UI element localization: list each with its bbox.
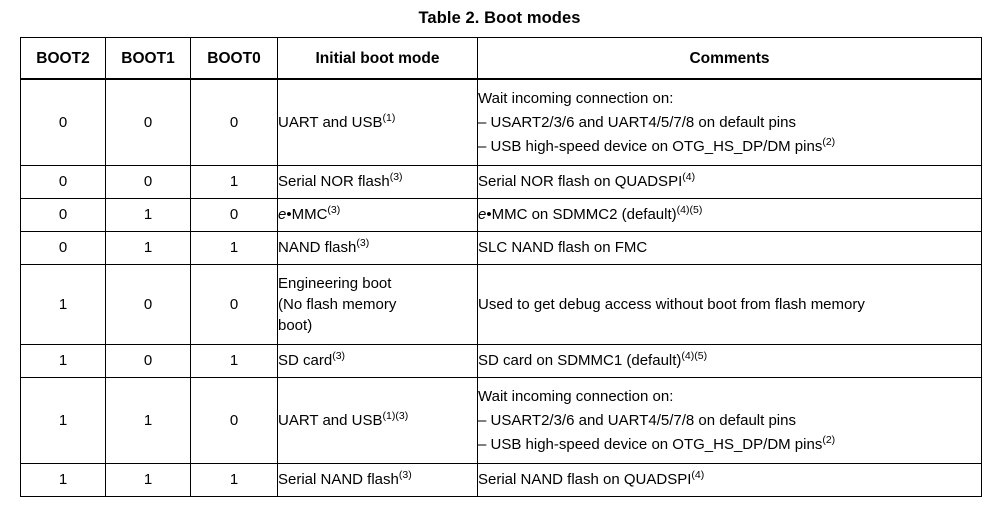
cell-initial-boot-mode: SD card(3) — [277, 343, 478, 378]
cell-boot2: 0 — [20, 78, 106, 166]
column-header-comments: Comments — [477, 37, 982, 80]
table-row: 0 0 0 UART and USB(1) Wait incoming conn… — [20, 78, 982, 166]
cell-boot1: 1 — [105, 462, 191, 497]
cell-boot0: 0 — [190, 376, 278, 464]
cell-boot1: 0 — [105, 263, 191, 345]
cell-boot1: 0 — [105, 78, 191, 166]
cell-comments: Wait incoming connection on: – USART2/3/… — [477, 78, 982, 166]
table-caption: Table 2. Boot modes — [418, 9, 581, 27]
boot-modes-table-container: BOOT2 BOOT1 BOOT0 Initial boot mode Comm… — [20, 37, 982, 497]
cell-comments: SD card on SDMMC1 (default)(4)(5) — [477, 343, 982, 378]
cell-initial-boot-mode: Engineering boot (No flash memory boot) — [277, 263, 478, 345]
cell-comments: Wait incoming connection on: – USART2/3/… — [477, 376, 982, 464]
cell-boot1: 0 — [105, 164, 191, 199]
cell-boot2: 1 — [20, 343, 106, 378]
table-header-row: BOOT2 BOOT1 BOOT0 Initial boot mode Comm… — [20, 37, 982, 80]
cell-boot2: 0 — [20, 197, 106, 232]
footnote-ref: (4)(5) — [681, 350, 708, 362]
footnote-ref: (1) — [382, 111, 396, 124]
cell-initial-boot-mode: UART and USB(1) — [277, 78, 478, 166]
table-row: 1 0 0 Engineering boot (No flash memory … — [20, 263, 982, 345]
cell-boot1: 1 — [105, 376, 191, 464]
mode-line: (No flash memory — [278, 295, 397, 313]
cell-boot2: 1 — [20, 263, 106, 345]
mode-line: boot) — [278, 316, 313, 334]
cell-boot2: 1 — [20, 462, 106, 497]
cell-initial-boot-mode: UART and USB(1)(3) — [277, 376, 478, 464]
cell-initial-boot-mode: NAND flash(3) — [277, 230, 478, 265]
table-row: 0 0 1 Serial NOR flash(3) Serial NOR fla… — [20, 164, 982, 199]
cell-initial-boot-mode: Serial NAND flash(3) — [277, 462, 478, 497]
footnote-ref: (4) — [682, 171, 696, 183]
table-row: 0 1 0 e•MMC(3) e•MMC on SDMMC2 (default)… — [20, 197, 982, 232]
footnote-ref: (4) — [691, 469, 705, 481]
cell-boot2: 0 — [20, 164, 106, 199]
cell-boot0: 0 — [190, 263, 278, 345]
cell-boot0: 1 — [190, 164, 278, 199]
cell-boot1: 0 — [105, 343, 191, 378]
cell-comments: Used to get debug access without boot fr… — [477, 263, 982, 345]
footnote-ref: (4)(5) — [676, 204, 703, 216]
mode-text-rest: •MMC — [286, 206, 328, 223]
comment-line: – USB high-speed device on OTG_HS_DP/DM … — [478, 433, 836, 453]
cell-boot0: 0 — [190, 78, 278, 166]
footnote-ref: (2) — [822, 433, 836, 446]
footnote-ref: (3) — [389, 171, 403, 183]
cell-boot1: 1 — [105, 197, 191, 232]
cell-boot2: 0 — [20, 230, 106, 265]
boot-modes-table: BOOT2 BOOT1 BOOT0 Initial boot mode Comm… — [20, 37, 982, 497]
footnote-ref: (2) — [822, 135, 836, 148]
table-row: 1 1 1 Serial NAND flash(3) Serial NAND f… — [20, 462, 982, 497]
table-row: 1 0 1 SD card(3) SD card on SDMMC1 (defa… — [20, 343, 982, 378]
comment-line: – USB high-speed device on OTG_HS_DP/DM … — [478, 135, 836, 155]
table-row: 0 1 1 NAND flash(3) SLC NAND flash on FM… — [20, 230, 982, 265]
cell-boot0: 1 — [190, 462, 278, 497]
footnote-ref: (3) — [327, 204, 341, 216]
cell-initial-boot-mode: e•MMC(3) — [277, 197, 478, 232]
comment-line: – USART2/3/6 and UART4/5/7/8 on default … — [478, 411, 796, 429]
cell-boot0: 1 — [190, 343, 278, 378]
comment-line: – USART2/3/6 and UART4/5/7/8 on default … — [478, 113, 796, 131]
cell-comments: e•MMC on SDMMC2 (default)(4)(5) — [477, 197, 982, 232]
table-row: 1 1 0 UART and USB(1)(3) Wait incoming c… — [20, 376, 982, 464]
cell-initial-boot-mode: Serial NOR flash(3) — [277, 164, 478, 199]
footnote-ref: (3) — [398, 469, 412, 481]
cell-boot0: 0 — [190, 197, 278, 232]
column-header-initial-boot-mode: Initial boot mode — [277, 37, 478, 80]
column-header-boot2: BOOT2 — [20, 37, 106, 80]
comment-line: Wait incoming connection on: — [478, 387, 674, 405]
cell-comments: Serial NOR flash on QUADSPI(4) — [477, 164, 982, 199]
comment-line: Wait incoming connection on: — [478, 89, 674, 107]
mode-line: Engineering boot — [278, 274, 392, 292]
cell-boot2: 1 — [20, 376, 106, 464]
footnote-ref: (3) — [332, 350, 346, 362]
cell-boot1: 1 — [105, 230, 191, 265]
footnote-ref: (1)(3) — [382, 409, 409, 422]
cell-boot0: 1 — [190, 230, 278, 265]
comment-text-rest: •MMC on SDMMC2 (default) — [486, 206, 677, 223]
footnote-ref: (3) — [356, 237, 370, 249]
cell-comments: SLC NAND flash on FMC — [477, 230, 982, 265]
column-header-boot0: BOOT0 — [190, 37, 278, 80]
column-header-boot1: BOOT1 — [105, 37, 191, 80]
cell-comments: Serial NAND flash on QUADSPI(4) — [477, 462, 982, 497]
mode-text: UART and USB — [278, 113, 383, 131]
